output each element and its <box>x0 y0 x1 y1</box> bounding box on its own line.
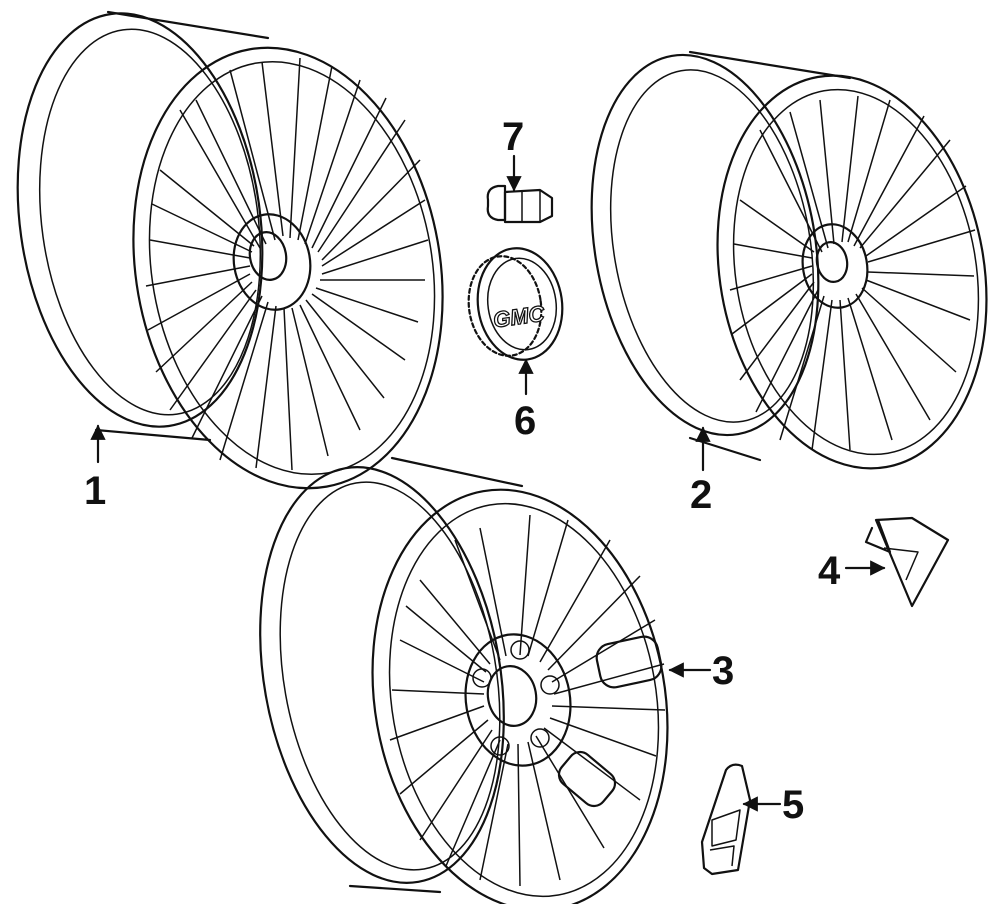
callout-2: 2 <box>690 473 712 517</box>
wheel-3 <box>259 456 669 904</box>
callout-5: 5 <box>782 783 804 827</box>
clip-5 <box>700 763 752 876</box>
callout-7: 7 <box>502 115 524 159</box>
callout-labels: 1 2 3 4 5 6 7 <box>84 115 841 827</box>
callout-6: 6 <box>514 399 536 443</box>
callout-arrows <box>90 154 886 812</box>
wheel-1 <box>16 10 444 490</box>
center-cap: GMC <box>467 247 564 361</box>
wheel-2 <box>590 50 988 470</box>
callout-1: 1 <box>84 469 106 513</box>
callout-3: 3 <box>712 649 734 693</box>
callout-4: 4 <box>818 549 841 593</box>
clip-4 <box>864 516 950 608</box>
lug-nut <box>486 184 554 224</box>
